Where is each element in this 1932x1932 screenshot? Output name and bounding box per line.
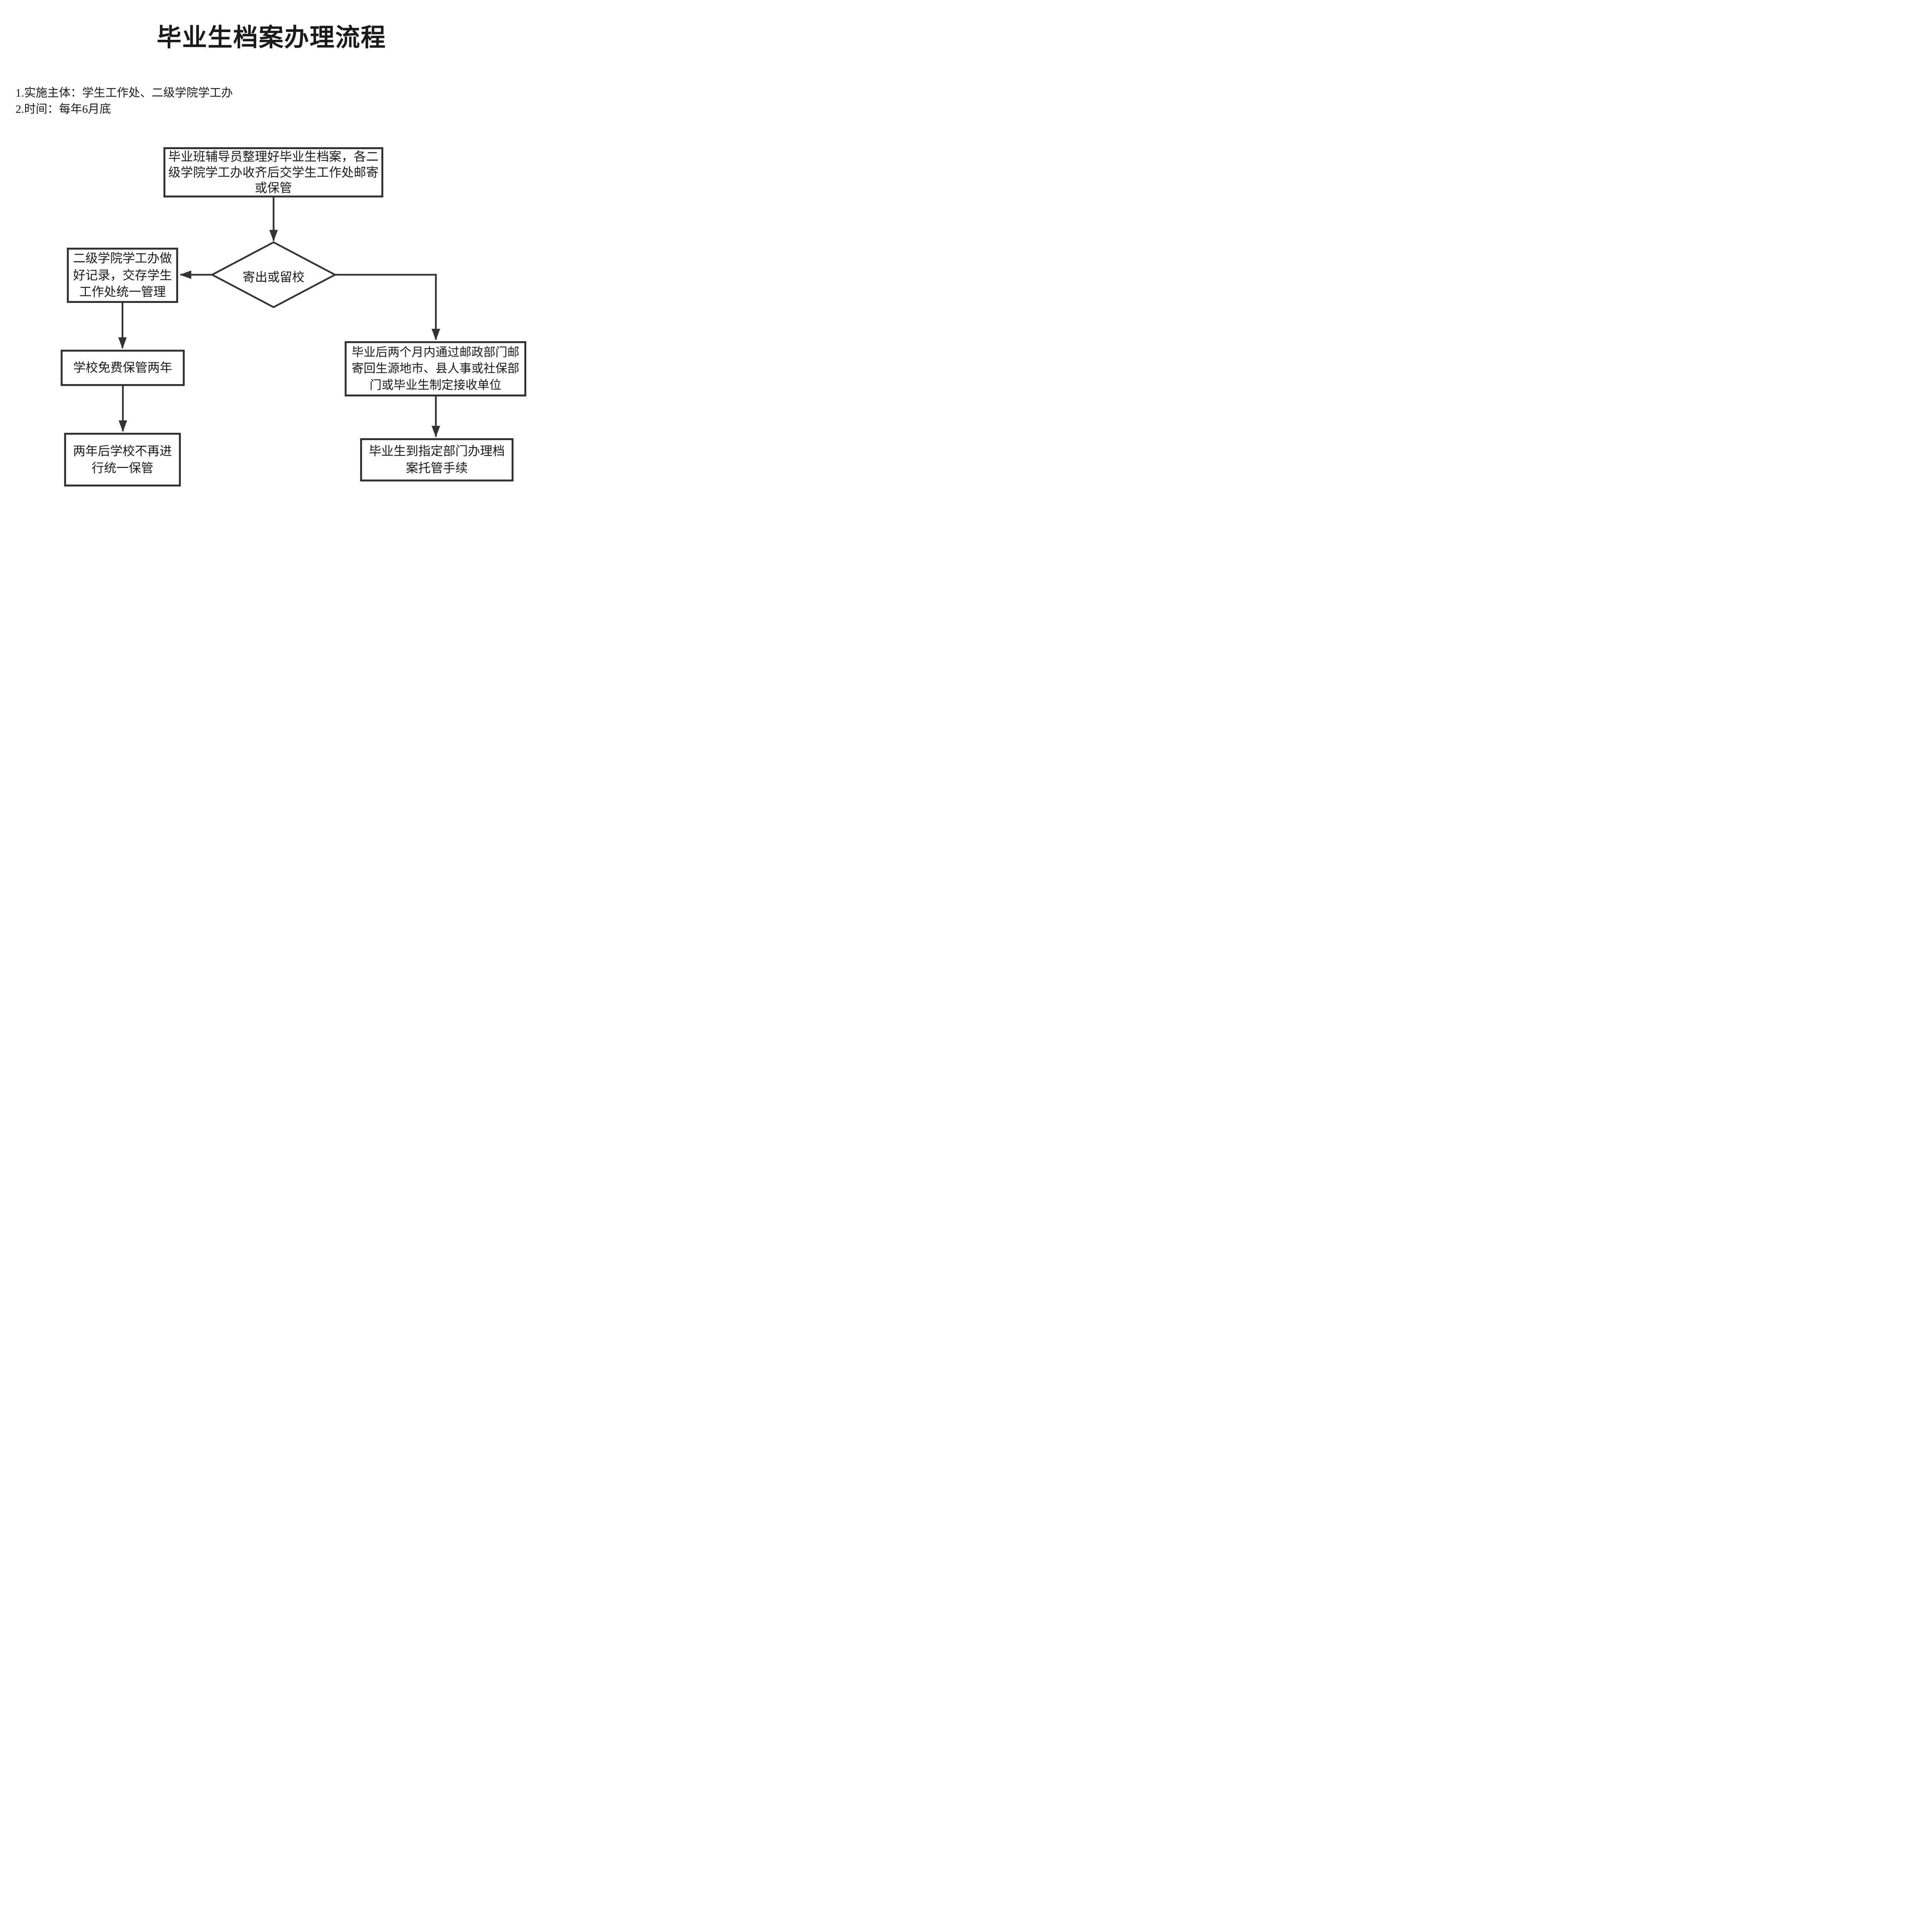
node-text-line: 工作处统一管理 xyxy=(79,285,166,299)
node-text-line: 两年后学校不再进 xyxy=(73,444,172,458)
connector-decision-to-mail-out xyxy=(335,274,440,340)
decision-label: 寄出或留校 xyxy=(242,270,304,284)
node-mail-to-hometown: 毕业后两个月内通过邮政部门邮 寄回生源地市、县人事或社保部 门或毕业生制定接收单… xyxy=(345,341,526,396)
note-implementing-body: 1.实施主体：学生工作处、二级学院学工办 xyxy=(15,87,233,99)
node-text-line: 学校免费保管两年 xyxy=(73,361,172,375)
node-text-line: 好记录，交存学生 xyxy=(73,268,172,282)
node-archive-trusteeship: 毕业生到指定部门办理档 案托管手续 xyxy=(360,438,514,481)
node-text-line: 毕业班辅导员整理好毕业生档案，各二 xyxy=(168,149,379,163)
decision-diamond-shape xyxy=(210,241,337,308)
node-text-line: 行统一保管 xyxy=(91,461,153,475)
node-text-line: 或保管 xyxy=(255,181,292,195)
node-text-line: 案托管手续 xyxy=(406,461,468,475)
flowchart-page: 毕业生档案办理流程 1.实施主体：学生工作处、二级学院学工办 2.时间：每年6月… xyxy=(0,0,543,501)
node-text-line: 毕业后两个月内通过邮政部门邮 xyxy=(352,345,519,359)
node-text-line: 级学院学工办收齐后交学生工作处邮寄 xyxy=(168,165,379,179)
notes-block: 1.实施主体：学生工作处、二级学院学工办 2.时间：每年6月底 xyxy=(15,85,233,117)
node-free-storage-two-years: 学校免费保管两年 xyxy=(61,350,185,386)
node-start-collect-archives: 毕业班辅导员整理好毕业生档案，各二 级学院学工办收齐后交学生工作处邮寄 或保管 xyxy=(163,147,383,197)
node-no-storage-after-two-years: 两年后学校不再进 行统一保管 xyxy=(64,433,181,486)
node-keep-at-school-record: 二级学院学工办做 好记录，交存学生 工作处统一管理 xyxy=(67,248,178,303)
node-text-line: 毕业生到指定部门办理档 xyxy=(369,444,505,458)
node-text-line: 寄回生源地市、县人事或社保部 xyxy=(352,362,519,376)
page-title: 毕业生档案办理流程 xyxy=(156,24,386,51)
node-text-line: 门或毕业生制定接收单位 xyxy=(369,378,502,392)
node-text-line: 二级学院学工办做 xyxy=(73,251,172,265)
note-time: 2.时间：每年6月底 xyxy=(15,103,111,116)
flow-connectors-layer xyxy=(118,197,440,437)
